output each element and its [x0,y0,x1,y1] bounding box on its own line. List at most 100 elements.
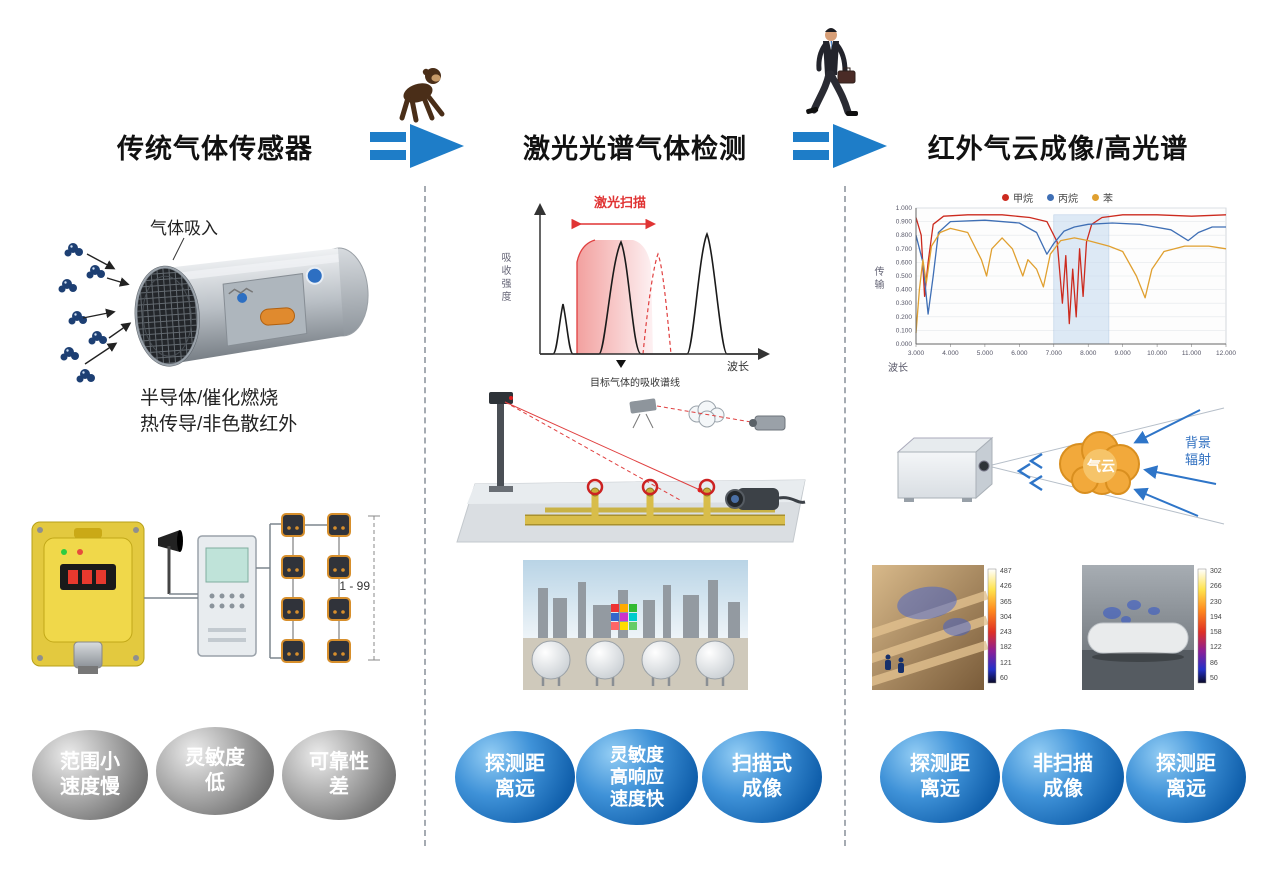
legend-item-methane: 甲烷 [1002,190,1033,205]
badge-low-sensitivity: 灵敏度 低 [156,727,274,815]
walking-man-icon [806,28,858,116]
svg-text:0.800: 0.800 [896,232,913,239]
background-radiation-arrows [1133,409,1217,517]
svg-text:6.000: 6.000 [1011,350,1028,357]
color-scale-bar [987,568,997,684]
svg-text:7.000: 7.000 [1046,350,1063,357]
gas-cloud-overlay [897,586,957,620]
evolution-arrow-2 [793,124,887,168]
watermark-logo [611,604,637,630]
background-radiation-label: 背景 辐射 [1184,435,1211,467]
laser-scan-band [577,240,653,354]
spectrum-x-axis-label: 波长 [727,361,749,373]
legend-dot-propane [1047,194,1054,201]
spherical-tanks [531,640,735,686]
svg-text:3.000: 3.000 [908,350,925,357]
svg-text:0.100: 0.100 [896,327,913,334]
gas-leak-overlay [1103,600,1160,624]
gas-intake-label: 气体吸入 [150,219,218,238]
absorption-spectrum-figure: 激光扫描 吸收强度 波长 目标气体的吸收谱线 [495,192,785,389]
badge-poor-reliability: 可靠性 差 [282,730,396,820]
color-scale-bar [1197,568,1207,684]
badge-long-detection-distance-3: 探测距 离远 [1126,731,1246,823]
gas-cloud: 气云 [1059,431,1140,495]
svg-text:0.000: 0.000 [896,341,913,348]
thermal-image-left-picture [865,565,997,690]
sensor-principle-text: 半导体/催化燃烧 热传导/非色散红外 [140,386,297,438]
svg-text:0.300: 0.300 [896,300,913,307]
chain-count-bracket [368,515,380,661]
svg-text:5.000: 5.000 [977,350,994,357]
laser-beam-return [504,401,681,501]
sensor-cylinder-illustration [58,237,369,383]
controller-unit [197,535,257,657]
monkey-icon [399,68,445,123]
sensor-cylinder [134,247,369,367]
separator-1 [424,186,426,846]
badge-long-detection-distance-2: 探测距 离远 [880,731,1000,823]
absorption-curve [540,231,763,355]
badge-small-range-slow: 范围小 速度慢 [32,730,148,820]
svg-text:4.000: 4.000 [942,350,959,357]
refinery-photo [523,560,748,690]
svg-text:0.400: 0.400 [896,287,913,294]
intake-arrows [82,253,132,365]
gas-molecules [58,243,107,383]
wiring [144,523,328,659]
legend-dot-methane [1002,194,1009,201]
svg-text:0.900: 0.900 [896,219,913,226]
svg-text:8.000: 8.000 [1080,350,1097,357]
chain-count-label: 1 - 99 [339,579,370,593]
imaging-camera [725,488,806,510]
radiation-chevrons [1016,452,1043,492]
legend-item-benzene: 苯 [1092,190,1113,205]
storage-tank [1087,622,1189,654]
badge-non-scanning-imaging: 非扫描 成像 [1002,729,1124,825]
alarm-horn-icon [158,530,183,594]
svg-text:12.000: 12.000 [1216,350,1236,357]
absorption-spectrum-plot [534,203,770,368]
legend-dot-benzene [1092,194,1099,201]
infrared-camera [896,436,994,502]
laser-beam [504,401,701,491]
laser-detection-scene [456,392,806,543]
svg-text:10.000: 10.000 [1147,350,1167,357]
badge-high-sensitivity-fast-response: 灵敏度 高响应 速度快 [576,729,698,825]
svg-text:9.000: 9.000 [1115,350,1132,357]
detector-system-diagram: 1 - 99 [31,513,380,674]
principle-line-1: 半导体/催化燃烧 [140,388,279,409]
column3-title: 红外气云成像/高光谱 [927,134,1189,164]
open-path-detectors [629,398,786,431]
laser-mast [489,392,513,492]
svg-text:1.000: 1.000 [896,205,913,212]
sensor-chain [281,513,351,663]
legend-item-propane: 丙烷 [1047,190,1078,205]
transmission-chart-plot: 0.0000.1000.2000.3000.4000.5000.6000.700… [896,205,1237,357]
chart-y-axis-label: 传输 [872,266,883,292]
svg-text:11.000: 11.000 [1182,350,1202,357]
target-line-marker [616,360,626,368]
gas-detector-device [31,521,145,674]
evolution-arrow-1 [370,124,464,168]
workers [885,654,904,673]
shifted-laser-line [642,252,672,355]
spectrum-y-axis-label: 吸收强度 [499,252,510,304]
badge-scanning-imaging: 扫描式 成像 [702,731,822,823]
svg-text:0.600: 0.600 [896,259,913,266]
gas-cloud-scene-drawing: 气云 [896,407,1225,525]
badge-long-detection-distance: 探测距 离远 [455,731,575,823]
chart-legend: 甲烷 丙烷 苯 [1002,190,1113,205]
svg-text:0.700: 0.700 [896,246,913,253]
chart-x-axis-label: 波长 [888,363,908,374]
target-gas-line-label: 目标气体的吸收谱线 [590,378,680,389]
column1-title: 传统气体传感器 [117,134,313,164]
thermal-image-right-picture [1082,565,1207,690]
gas-pipes [525,478,785,526]
svg-text:0.500: 0.500 [896,273,913,280]
